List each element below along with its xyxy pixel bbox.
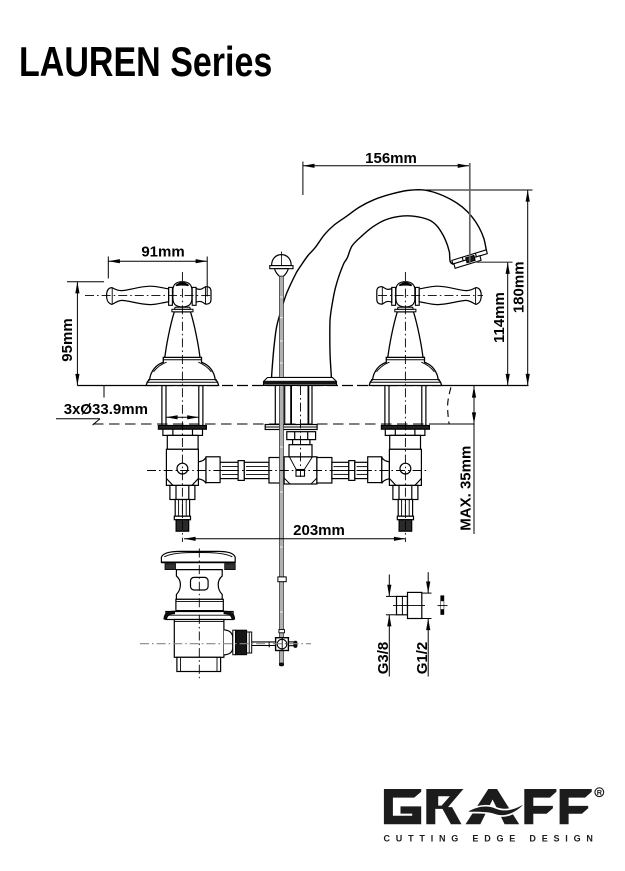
svg-text:95mm: 95mm xyxy=(59,318,76,361)
svg-text:LAUREN Series: LAUREN Series xyxy=(19,40,272,86)
svg-text:R: R xyxy=(597,788,603,797)
svg-text:MAX. 35mm: MAX. 35mm xyxy=(458,446,475,531)
svg-text:G1/2: G1/2 xyxy=(414,642,431,675)
svg-text:156mm: 156mm xyxy=(365,150,417,167)
svg-text:114mm: 114mm xyxy=(491,292,508,343)
svg-text:203mm: 203mm xyxy=(293,522,345,539)
svg-text:CUTTING EDGE DESIGN: CUTTING EDGE DESIGN xyxy=(384,834,599,844)
svg-text:3xØ33.9mm: 3xØ33.9mm xyxy=(64,401,148,418)
svg-text:180mm: 180mm xyxy=(511,261,528,313)
svg-text:91mm: 91mm xyxy=(141,243,184,260)
svg-text:G3/8: G3/8 xyxy=(375,642,392,675)
